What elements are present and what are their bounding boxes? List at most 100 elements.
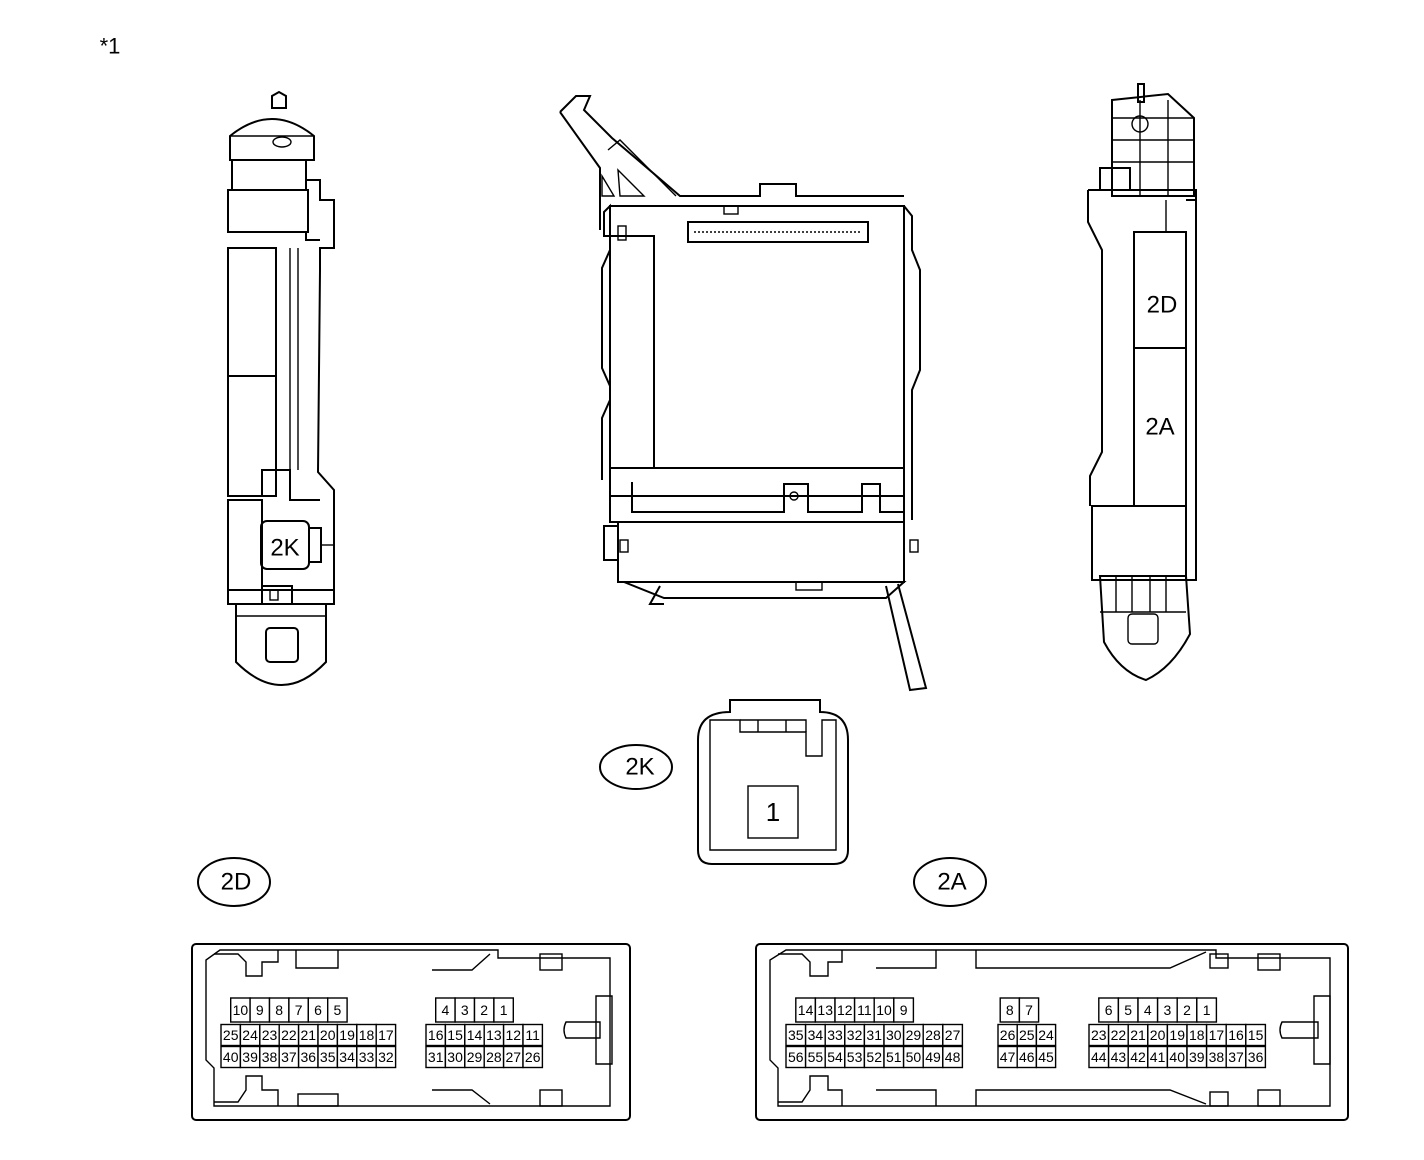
connector-2a-tag: 2A bbox=[937, 869, 966, 896]
connector-2a-pin-number: 31 bbox=[866, 1027, 882, 1043]
connector-2d-tag: 2D bbox=[221, 869, 252, 896]
connector-2d-pin-number: 3 bbox=[461, 1002, 469, 1018]
connector-2a-pin-number: 3 bbox=[1164, 1002, 1172, 1018]
connector-2a-pin-number: 13 bbox=[817, 1002, 833, 1018]
connector-2a-pin-number: 55 bbox=[808, 1049, 824, 1065]
connector-2d-pin-number: 14 bbox=[467, 1027, 483, 1043]
connector-2d-pin-number: 22 bbox=[281, 1027, 297, 1043]
side-connector-label-2d: 2D bbox=[1147, 292, 1178, 319]
connector-2d-pin-number: 27 bbox=[506, 1049, 522, 1065]
connector-2d-pin-cell bbox=[375, 1045, 397, 1069]
connector-2d-pin-number: 18 bbox=[359, 1027, 375, 1043]
connector-2d-pin-number: 32 bbox=[378, 1049, 394, 1065]
connector-2a-pin-number: 25 bbox=[1019, 1027, 1035, 1043]
connector-2a-pin-number: 7 bbox=[1025, 1002, 1033, 1018]
connector-2d-pin-number: 28 bbox=[486, 1049, 502, 1065]
connector-2d-pin-number: 40 bbox=[223, 1049, 239, 1065]
connector-2a-pin-number: 26 bbox=[1000, 1027, 1016, 1043]
connector-2a-pin-number: 10 bbox=[876, 1002, 892, 1018]
connector-2d-pin-number: 36 bbox=[301, 1049, 317, 1065]
connector-2a-pin-number: 32 bbox=[847, 1027, 863, 1043]
connector-2a-pin-number: 41 bbox=[1150, 1049, 1166, 1065]
connector-2a-pin-number: 34 bbox=[808, 1027, 824, 1043]
connector-2d-pin-number: 5 bbox=[334, 1002, 342, 1018]
connector-2a-pin-number: 11 bbox=[857, 1002, 872, 1018]
ecu-left-side-view bbox=[227, 90, 335, 686]
connector-2a-pin-number: 2 bbox=[1183, 1002, 1191, 1018]
connector-2a-pin-number: 56 bbox=[788, 1049, 804, 1065]
side-connector-label-2a: 2A bbox=[1145, 414, 1174, 441]
connector-2a-pin-number: 36 bbox=[1248, 1049, 1264, 1065]
connector-2d-pin-number: 23 bbox=[262, 1027, 278, 1043]
connector-2a-pin-number: 38 bbox=[1209, 1049, 1225, 1065]
connector-2a-pin-number: 52 bbox=[866, 1049, 882, 1065]
connector-2a-pin-number: 47 bbox=[1000, 1049, 1016, 1065]
connector-2d-pin-number: 38 bbox=[262, 1049, 278, 1065]
connector-2a-pin-number: 54 bbox=[827, 1049, 843, 1065]
connector-2d-pin-number: 4 bbox=[442, 1002, 450, 1018]
connector-2a-pin-number: 35 bbox=[788, 1027, 804, 1043]
connector-2a-pin-number: 50 bbox=[906, 1049, 922, 1065]
connector-2a-pin-number: 5 bbox=[1124, 1002, 1132, 1018]
connector-2a-pin-number: 33 bbox=[827, 1027, 843, 1043]
connector-2a-pin-number: 24 bbox=[1038, 1027, 1054, 1043]
ecu-front-view bbox=[559, 95, 928, 692]
connector-2a-pin-number: 21 bbox=[1130, 1027, 1146, 1043]
connector-2d-pin-number: 33 bbox=[359, 1049, 375, 1065]
connector-2a-pin-number: 43 bbox=[1111, 1049, 1127, 1065]
connector-2a-pin-number: 46 bbox=[1019, 1049, 1035, 1065]
connector-2d-pin-number: 10 bbox=[233, 1002, 249, 1018]
connector-2d-pin-cell bbox=[522, 1045, 544, 1069]
connector-2d-pin-cell bbox=[522, 1023, 544, 1047]
connector-2d-pin-number: 39 bbox=[242, 1049, 258, 1065]
connector-2d-pin-number: 7 bbox=[295, 1002, 303, 1018]
connector-2a-pin-number: 23 bbox=[1091, 1027, 1107, 1043]
connector-2a-pin-number: 42 bbox=[1130, 1049, 1146, 1065]
connector-2a-pin-number: 17 bbox=[1209, 1027, 1225, 1043]
connector-2a-pin-cell bbox=[1035, 1023, 1057, 1047]
connector-2a-pin-number: 8 bbox=[1006, 1002, 1014, 1018]
connector-2d-pin-number: 34 bbox=[339, 1049, 355, 1065]
connector-2d-pin-cell bbox=[327, 997, 348, 1023]
connector-2a-pin-cell bbox=[942, 1023, 964, 1047]
connector-2d-pin-number: 16 bbox=[428, 1027, 444, 1043]
connector-2a-pin-number: 40 bbox=[1169, 1049, 1185, 1065]
connector-2a-pin-cell bbox=[1035, 1045, 1057, 1069]
connector-2a-pin-number: 49 bbox=[925, 1049, 941, 1065]
connector-2a-pin-number: 51 bbox=[886, 1049, 902, 1065]
connector-2d-pin-number: 1 bbox=[500, 1002, 508, 1018]
connector-2a-pin-number: 45 bbox=[1038, 1049, 1054, 1065]
connector-2d-pin-number: 20 bbox=[320, 1027, 336, 1043]
connector-2a-pin-number: 1 bbox=[1203, 1002, 1211, 1018]
connector-2d-pin-number: 12 bbox=[506, 1027, 522, 1043]
connector-2d-pin-cell bbox=[493, 997, 514, 1023]
connector-2d-pin-number: 37 bbox=[281, 1049, 297, 1065]
connector-2a-pin-cell bbox=[1196, 997, 1218, 1023]
connector-2a-pin-cell bbox=[1245, 1045, 1267, 1069]
connector-2a-pin-number: 9 bbox=[900, 1002, 908, 1018]
connector-2d-pin-number: 35 bbox=[320, 1049, 336, 1065]
connector-2d-pin-number: 17 bbox=[378, 1027, 394, 1043]
connector-2a-pin-number: 18 bbox=[1189, 1027, 1205, 1043]
connector-2a-pin-cell bbox=[942, 1045, 964, 1069]
connector-2a-pin-number: 48 bbox=[945, 1049, 961, 1065]
connector-2a-pin-number: 16 bbox=[1228, 1027, 1244, 1043]
connector-2a-pin-number: 15 bbox=[1248, 1027, 1264, 1043]
connector-2a-pin-cell bbox=[893, 997, 915, 1023]
connector-2a-pin-number: 14 bbox=[798, 1002, 814, 1018]
connector-2a-pin-number: 39 bbox=[1189, 1049, 1205, 1065]
connector-2d-pin-number: 31 bbox=[428, 1049, 444, 1065]
figure-note: *1 bbox=[100, 34, 121, 59]
connector-2a-pin-number: 44 bbox=[1091, 1049, 1107, 1065]
connector-2a-pin-number: 37 bbox=[1228, 1049, 1244, 1065]
connector-2d-pin-number: 21 bbox=[301, 1027, 317, 1043]
connector-2k-tag: 2K bbox=[625, 754, 654, 781]
connector-2k-face bbox=[599, 699, 849, 865]
connector-2d-pin-number: 2 bbox=[480, 1002, 488, 1018]
connector-2d-pin-number: 11 bbox=[525, 1027, 540, 1043]
connector-2a-pin-cell bbox=[1018, 997, 1040, 1023]
connector-2d-pin-number: 13 bbox=[486, 1027, 502, 1043]
connector-2k-pin: 1 bbox=[766, 797, 780, 827]
connector-2a-pin-number: 28 bbox=[925, 1027, 941, 1043]
connector-2d-pin-number: 26 bbox=[525, 1049, 541, 1065]
